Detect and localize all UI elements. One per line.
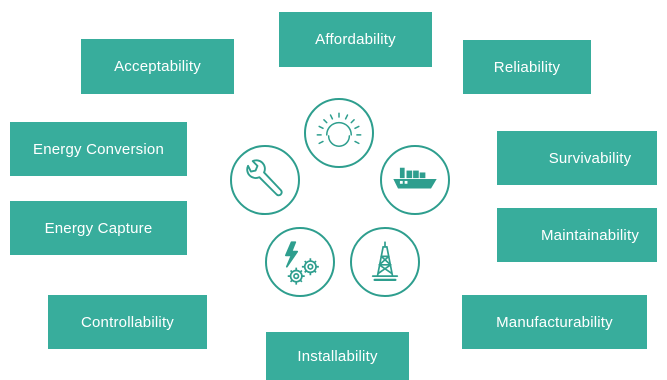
gears-icon-circle [265, 227, 335, 297]
installability-box: Installability [266, 332, 409, 380]
sun-icon [316, 112, 362, 147]
survivability-box: Survivability [497, 131, 657, 185]
maintainability-box: Maintainability [497, 208, 657, 262]
wrench-icon-circle [230, 145, 300, 215]
acceptability-box: Acceptability [81, 39, 234, 94]
reliability-box: Reliability [463, 40, 591, 94]
sun-icon-circle [304, 98, 374, 168]
survivability-label: Survivability [548, 149, 632, 167]
rig-icon-circle [350, 227, 420, 297]
energy-conversion-box: Energy Conversion [10, 122, 187, 176]
installability-label: Installability [297, 347, 378, 365]
energy-conversion-label: Energy Conversion [33, 140, 164, 158]
manufacturability-label: Manufacturability [496, 313, 613, 331]
manufacturability-box: Manufacturability [462, 295, 647, 349]
affordability-label: Affordability [315, 31, 396, 48]
ship-icon-circle [380, 145, 450, 215]
oil-rig-icon [371, 241, 399, 282]
maintainability-label: Maintainability [540, 226, 640, 244]
controllability-box: Controllability [48, 295, 207, 349]
affordability-box: Affordability [279, 12, 432, 67]
controllability-label: Controllability [80, 313, 175, 331]
reliability-label: Reliability [493, 58, 561, 76]
energy-capture-box: Energy Capture [10, 201, 187, 255]
energy-gears-icon [285, 241, 319, 285]
wrench-icon [246, 159, 283, 197]
energy-capture-label: Energy Capture [44, 219, 153, 237]
cargo-ship-icon [393, 167, 437, 189]
acceptability-label: Acceptability [114, 58, 201, 75]
